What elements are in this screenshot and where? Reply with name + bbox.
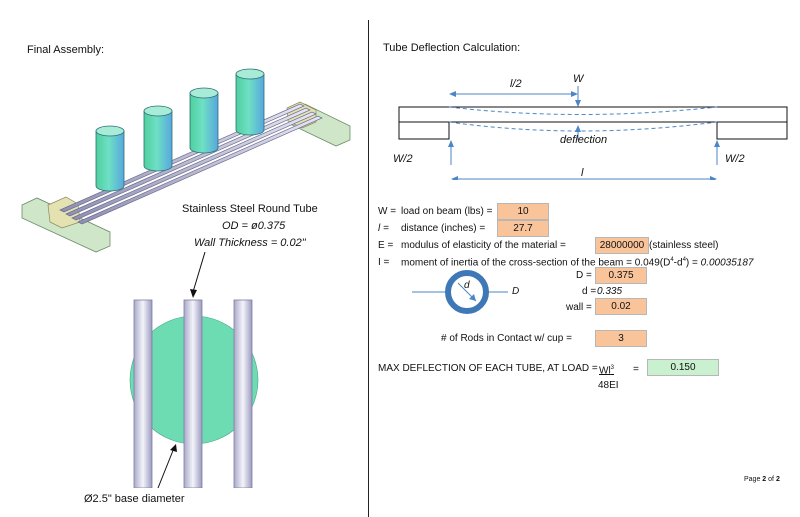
- deflected-shape-bottom: [448, 121, 718, 132]
- var-i-exp-1: 4: [670, 257, 674, 263]
- cup-4: [235, 68, 265, 136]
- reaction-right-label: W/2: [725, 153, 745, 165]
- base-diameter-label: Ø2.5" base diameter: [84, 493, 185, 505]
- tube-leader-line: [192, 252, 206, 293]
- var-i-exp-2: 4: [682, 257, 686, 263]
- var-i-desc: moment of inertia of the cross-section o…: [401, 257, 671, 269]
- moment-of-inertia-value: 0.00035187: [700, 257, 754, 269]
- length-label: l: [581, 167, 584, 179]
- tube-label-wall: Wall Thickness = 0.02": [194, 237, 306, 249]
- wall-row-label: wall =: [566, 302, 592, 313]
- id-row-label: d =: [582, 286, 597, 297]
- top-view-illustration: [129, 252, 259, 488]
- tube-left: [133, 299, 153, 488]
- support-left: [398, 121, 450, 140]
- final-assembly-title: Final Assembly:: [27, 44, 105, 56]
- deflection-label: deflection: [560, 134, 608, 146]
- tube-deflection-title: Tube Deflection Calculation:: [383, 42, 521, 54]
- rods-input[interactable]: 3: [595, 330, 647, 347]
- var-e-desc: modulus of elasticity of the material =: [401, 240, 566, 251]
- page-divider: [368, 20, 369, 517]
- formula-equals: =: [633, 364, 639, 375]
- var-w-symbol: W =: [378, 206, 397, 217]
- beam-body: [398, 106, 788, 123]
- rods-label: # of Rods in Contact w/ cup =: [441, 333, 572, 344]
- var-l-desc: distance (inches) =: [401, 223, 486, 234]
- tube-right: [233, 299, 253, 488]
- tube-leader-arrow: [190, 289, 197, 298]
- var-i-end: ) =: [685, 257, 698, 269]
- formula-denominator: 48EI: [598, 380, 619, 391]
- reaction-left-label: W/2: [393, 153, 413, 165]
- distance-input[interactable]: 27.7: [497, 220, 549, 237]
- wall-input[interactable]: 0.02: [595, 298, 647, 315]
- var-l-symbol: l =: [378, 223, 389, 234]
- inner-diameter-label: d: [464, 280, 470, 291]
- var-i-mid: -d: [673, 257, 683, 269]
- page-prefix: Page: [744, 476, 763, 483]
- formula-numerator: Wl3: [599, 365, 614, 376]
- half-length-label: l/2: [510, 78, 522, 90]
- inner-diameter-value: 0.335: [597, 286, 623, 297]
- max-deflection-label: MAX DEFLECTION OF EACH TUBE, AT LOAD =: [378, 363, 598, 374]
- cup-3: [189, 87, 219, 154]
- cup-1: [95, 125, 125, 192]
- var-e-symbol: E =: [378, 240, 394, 251]
- outer-diameter-label: D: [512, 286, 520, 297]
- support-right: [716, 121, 788, 140]
- page-of: of: [766, 476, 776, 483]
- assembly-illustration: [21, 68, 351, 253]
- tube-middle: [183, 299, 203, 488]
- base-leader-line: [157, 447, 175, 488]
- modulus-input[interactable]: 28000000: [595, 237, 649, 254]
- load-label: W: [573, 73, 584, 85]
- material-note: (stainless steel): [649, 240, 719, 251]
- var-w-desc: load on beam (lbs) =: [401, 206, 493, 217]
- page-current: 2: [762, 476, 767, 483]
- tube-label-od: OD = ø0.375: [222, 220, 286, 232]
- od-row-label: D =: [576, 270, 592, 281]
- var-i-symbol: I =: [378, 257, 390, 268]
- beam-diagram: [398, 86, 788, 180]
- cross-section-diagram: [412, 270, 508, 314]
- formula-numerator-text: Wl: [599, 365, 611, 377]
- deflected-shape-top: [448, 106, 718, 115]
- max-deflection-result: 0.150: [647, 359, 719, 376]
- cup-2: [143, 105, 173, 172]
- outer-diameter-input[interactable]: 0.375: [595, 267, 647, 284]
- page-number: Page 2 of 2: [744, 476, 780, 483]
- var-i-formula: moment of inertia of the cross-section o…: [401, 257, 753, 268]
- base-leader-arrow: [170, 444, 177, 452]
- page-total: 2: [775, 476, 780, 483]
- formula-exponent: 3: [610, 365, 615, 371]
- tube-label-title: Stainless Steel Round Tube: [182, 203, 318, 215]
- load-input[interactable]: 10: [497, 203, 549, 220]
